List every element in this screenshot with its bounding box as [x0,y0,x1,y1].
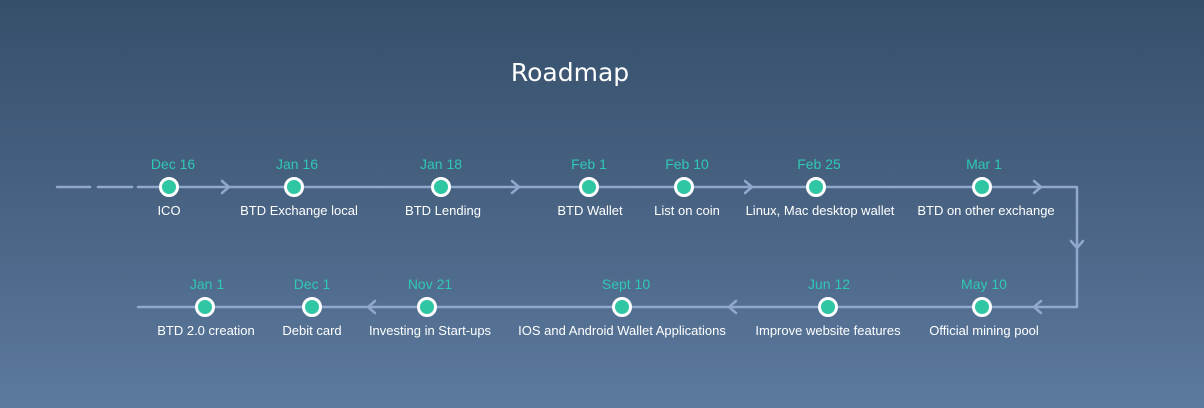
milestone-label: Official mining pool [929,323,1039,338]
milestone-label: BTD Lending [405,203,481,218]
milestone-date: Jan 1 [189,276,225,292]
milestone-node[interactable] [302,297,322,317]
milestone-date: Jun 12 [807,276,851,292]
milestone-date: Mar 1 [966,156,1002,172]
milestone-node[interactable] [579,177,599,197]
milestone-date: May 10 [961,276,1007,292]
milestone-label: BTD 2.0 creation [157,323,255,338]
milestone-label: BTD Exchange local [240,203,358,218]
arrow-left-icon [1032,299,1043,315]
milestone-date: Nov 21 [407,276,453,292]
arrow-left-icon [727,299,738,315]
page-title: Roadmap [510,58,630,87]
milestone-node[interactable] [612,297,632,317]
milestone-node[interactable] [417,297,437,317]
milestone-node[interactable] [431,177,451,197]
milestone-label: Investing in Start-ups [368,323,492,338]
milestone-node[interactable] [972,297,992,317]
milestone-node[interactable] [818,297,838,317]
milestone-label: ICO [157,203,181,218]
milestone-date: Jan 18 [419,156,463,172]
milestone-label: BTD Wallet [557,203,623,218]
milestone-label: IOS and Android Wallet Applications [518,323,726,338]
milestone-date: Feb 10 [665,156,709,172]
arrow-down-icon [1069,239,1085,250]
milestone-label: List on coin [654,203,720,218]
arrow-right-icon [743,179,754,195]
milestone-label: Linux, Mac desktop wallet [745,203,895,218]
arrow-right-icon [510,179,521,195]
milestone-label: Improve website features [755,323,901,338]
milestone-label: BTD on other exchange [917,203,1055,218]
milestone-node[interactable] [195,297,215,317]
milestone-date: Feb 25 [797,156,841,172]
milestone-date: Feb 1 [571,156,607,172]
milestone-date: Dec 1 [293,276,331,292]
milestone-node[interactable] [674,177,694,197]
milestone-date: Dec 16 [150,156,196,172]
milestone-node[interactable] [284,177,304,197]
arrow-left-icon [366,299,377,315]
milestone-node[interactable] [806,177,826,197]
arrow-right-icon [1032,179,1043,195]
milestone-node[interactable] [972,177,992,197]
arrow-right-icon [220,179,231,195]
milestone-label: Debit card [282,323,342,338]
milestone-node[interactable] [159,177,179,197]
milestone-date: Jan 16 [275,156,319,172]
milestone-date: Sept 10 [601,276,651,292]
